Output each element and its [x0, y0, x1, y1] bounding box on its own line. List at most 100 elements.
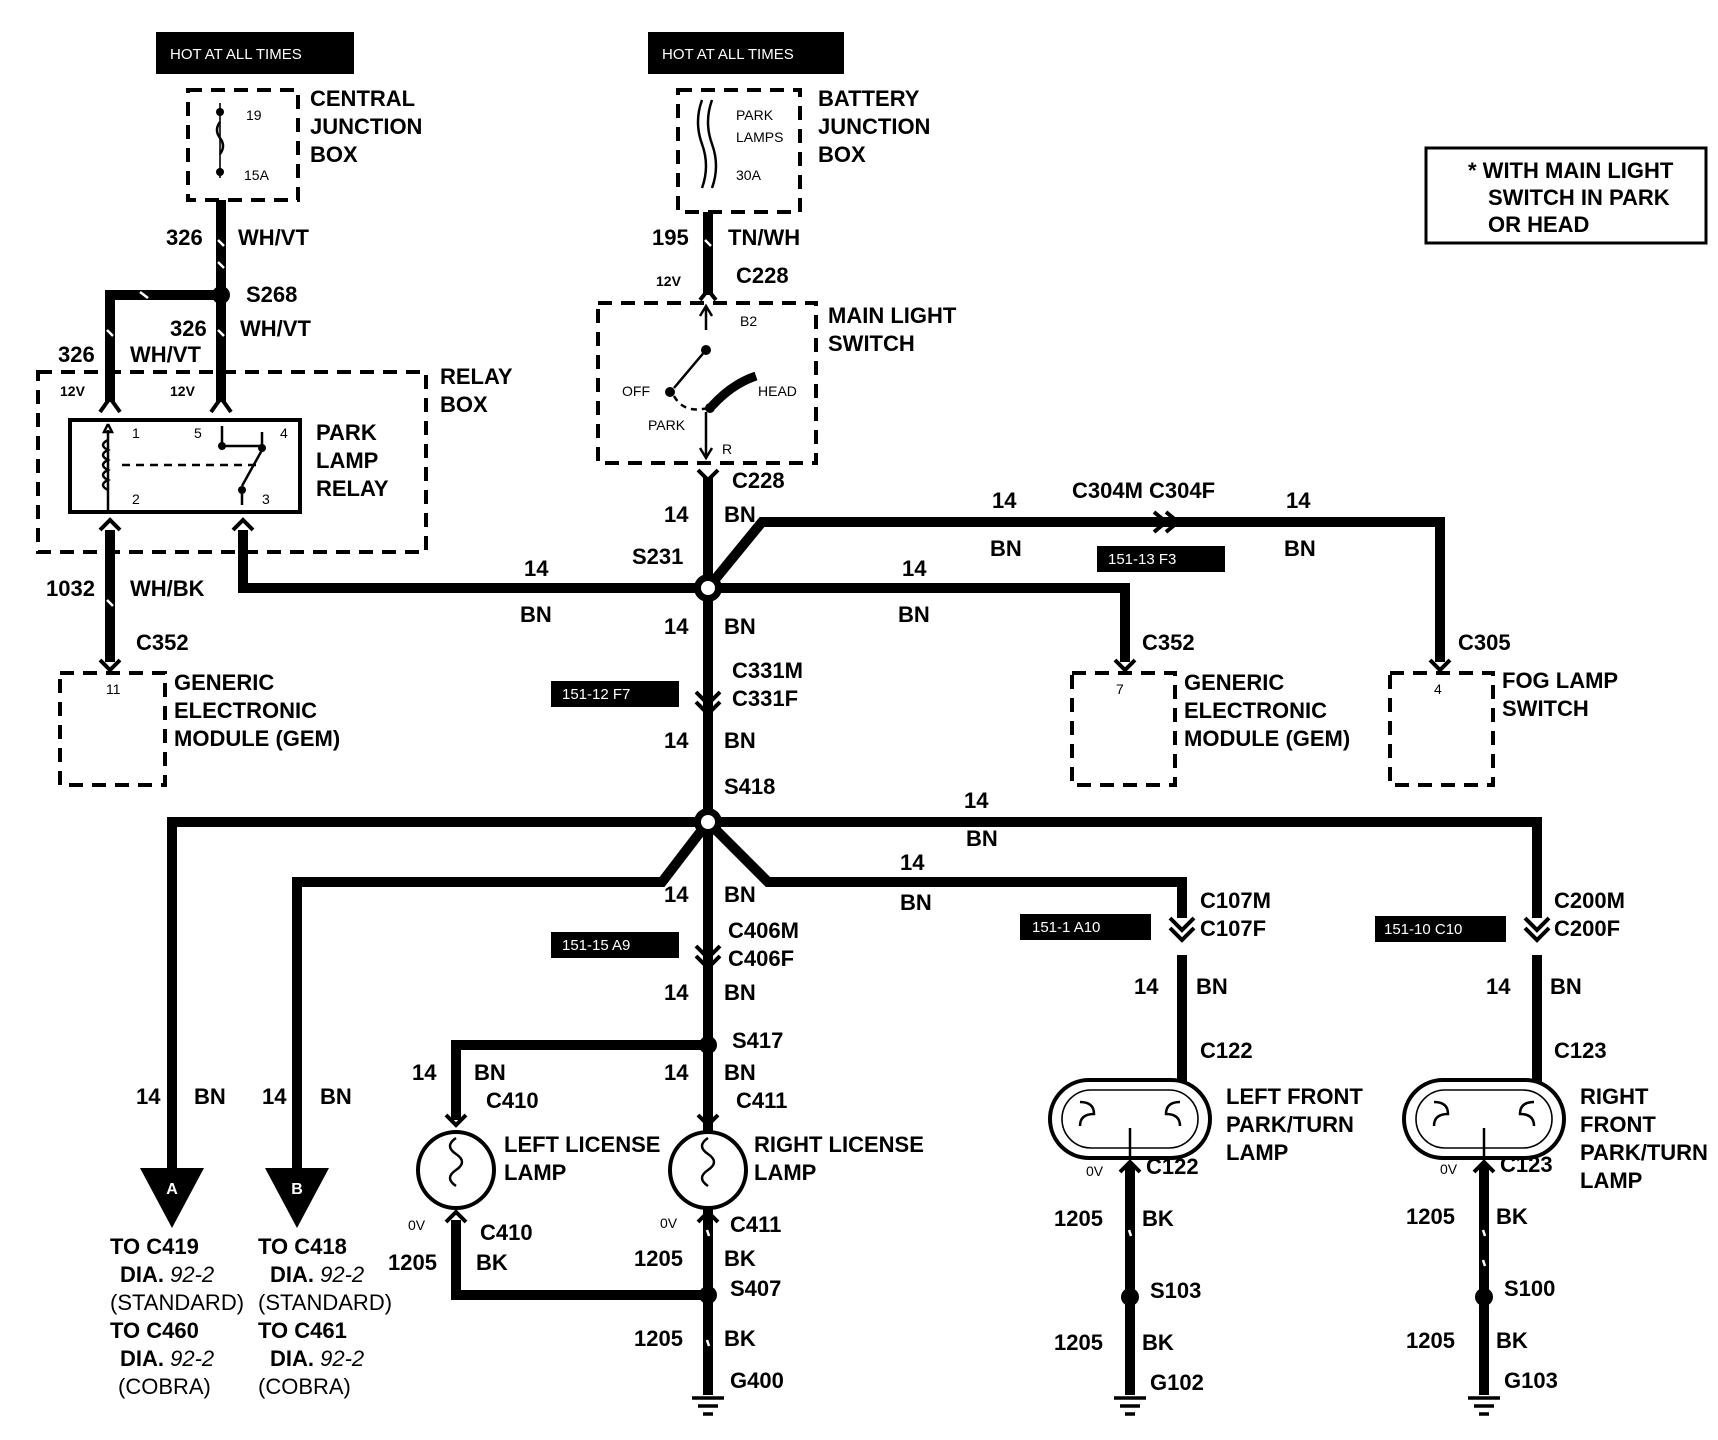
wire-color: BN [1284, 536, 1316, 561]
connector-label: C352 [1142, 630, 1195, 655]
cjb-label: CENTRAL [310, 86, 415, 111]
connector-label: C406F [728, 946, 794, 971]
offpage-text: (STANDARD) [110, 1290, 244, 1315]
relay-pin: 4 [280, 425, 288, 441]
connector-label: G102 [1150, 1370, 1204, 1395]
wire-color: BN [724, 980, 756, 1005]
relay-box-label: BOX [440, 392, 488, 417]
left-license-lamp-symbol [416, 1130, 496, 1210]
connector-label: C200F [1554, 916, 1620, 941]
wire-color: BN [1196, 974, 1228, 999]
connector-label: C123 [1554, 1038, 1607, 1063]
wire-color: BN [724, 728, 756, 753]
switch-terminal: R [722, 441, 732, 457]
wire-color: BN [474, 1060, 506, 1085]
lf-park-lamp-symbol [1048, 1078, 1212, 1160]
offpage-text: (COBRA) [118, 1374, 211, 1399]
connector-label: S418 [724, 774, 775, 799]
connector-label: C406M [728, 918, 799, 943]
ref-label: 151-1 A10 [1032, 919, 1100, 936]
offpage-text: TO C461 [258, 1318, 347, 1343]
ref-label: 151-15 A9 [562, 937, 630, 954]
circuit-number: 1205 [1054, 1206, 1103, 1231]
connector-label: C411 [736, 1088, 787, 1113]
bjb-box [676, 88, 802, 214]
gauge: 14 [664, 614, 689, 639]
wire-color: BK [724, 1246, 756, 1271]
circuit-labels: 326 WH/VT 326 WH/VT 326 WH/VT 195 TN/WH … [46, 225, 1582, 1355]
connector-label: C228 [736, 263, 789, 288]
splice-s103 [1121, 1288, 1139, 1306]
offpage-b-text: TO C418 DIA. 92-2 (STANDARD) TO C461 DIA… [258, 1234, 392, 1399]
pin-number: 7 [1116, 681, 1124, 697]
offpage-text: DIA. [120, 1262, 164, 1287]
offpage-text: 92-2 [320, 1262, 364, 1287]
gem-left-label: ELECTRONIC [174, 698, 317, 723]
fuse-name: LAMPS [736, 129, 783, 145]
wire-color: BN [898, 602, 930, 627]
voltage: 0V [1440, 1161, 1458, 1177]
bjb-label: JUNCTION [818, 114, 930, 139]
pin-number: 4 [1434, 681, 1442, 697]
fuse-name: PARK [736, 107, 774, 123]
splice-s417 [699, 1036, 717, 1054]
wire-color: BK [724, 1326, 756, 1351]
connector-label: C411 [730, 1212, 781, 1237]
connector-label: C331M [732, 658, 803, 683]
connector-label: S407 [730, 1276, 781, 1301]
wire-color: BK [476, 1250, 508, 1275]
offpage-text: DIA. [270, 1346, 314, 1371]
offpage-text: 92-2 [170, 1262, 214, 1287]
offpage-text: 92-2 [320, 1346, 364, 1371]
left-license-label: LAMP [504, 1160, 566, 1185]
pin-number: 11 [106, 681, 121, 697]
ref-label: 151-10 C10 [1384, 921, 1462, 938]
legend-box [1424, 146, 1708, 245]
offpage-letter-a: A [166, 1181, 178, 1198]
circuit-number: 1205 [634, 1246, 683, 1271]
fog-lamp-label: SWITCH [1502, 696, 1589, 721]
bjb-label: BOX [818, 142, 866, 167]
main-light-switch-box [596, 301, 818, 465]
legend-text: * WITH MAIN LIGHT SWITCH IN PARK OR HEAD [1468, 158, 1674, 237]
hot-at-all-times-note: HOT AT ALL TIMES [662, 46, 794, 63]
switch-position: PARK [648, 417, 686, 433]
offpage-text: TO C460 [110, 1318, 199, 1343]
park-relay-label: LAMP [316, 448, 378, 473]
connector-label: G103 [1504, 1368, 1558, 1393]
ref-label: 151-12 F7 [562, 686, 630, 703]
circuit-number: 1205 [388, 1250, 437, 1275]
splices [212, 286, 1493, 1306]
circuit-number: 1205 [1054, 1330, 1103, 1355]
reference-labels: 151-13 F3 151-12 F7 151-15 A9 151-1 A10 … [562, 551, 1462, 954]
cjb-label: JUNCTION [310, 114, 422, 139]
rf-park-label: RIGHT [1580, 1084, 1649, 1109]
relay-box-label: RELAY [440, 364, 513, 389]
right-license-label: RIGHT LICENSE [754, 1132, 924, 1157]
gauge: 14 [664, 980, 689, 1005]
lf-park-label: LAMP [1226, 1140, 1288, 1165]
park-relay-label: RELAY [316, 476, 389, 501]
left-license-label: LEFT LICENSE [504, 1132, 660, 1157]
circuit-number: 1032 [46, 576, 95, 601]
wire-color: BK [1496, 1328, 1528, 1353]
bjb-label: BATTERY [818, 86, 920, 111]
ground-icon [692, 1396, 1500, 1416]
right-license-label: LAMP [754, 1160, 816, 1185]
voltage-labels: 12V 12V 12V 0V 0V 0V 0V [60, 273, 1458, 1233]
connector-label: C107M [1200, 888, 1271, 913]
gauge: 14 [964, 788, 989, 813]
connector-labels: S268 C228 C228 S231 C352 C352 C304M C304… [136, 263, 1625, 1395]
connector-label: C122 [1146, 1154, 1199, 1179]
offpage-arrow-a: A [140, 1168, 204, 1228]
relay-pin: 3 [262, 491, 270, 507]
gauge: 14 [902, 556, 927, 581]
gem-left-label: GENERIC [174, 670, 274, 695]
circuit-number: 195 [652, 225, 689, 250]
wire-color: BN [724, 882, 756, 907]
offpage-text: (COBRA) [258, 1374, 351, 1399]
legend-line: * WITH MAIN LIGHT [1468, 158, 1674, 183]
wire-color: BN [966, 826, 998, 851]
connector-label: C228 [732, 468, 785, 493]
